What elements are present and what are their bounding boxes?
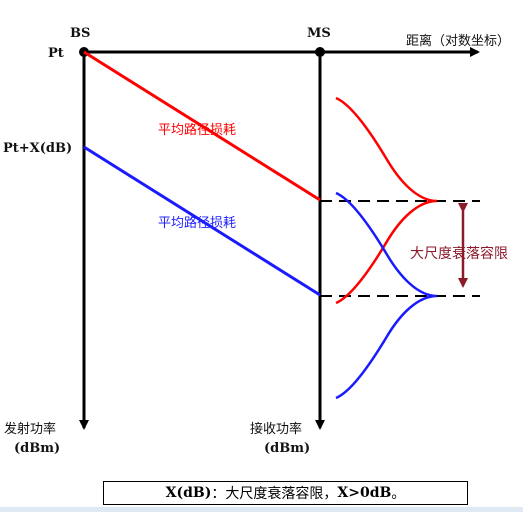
red-distribution-curve xyxy=(335,96,438,305)
pt-x-label: Pt+X(dB) xyxy=(3,141,72,156)
blue-path-loss-line xyxy=(83,145,321,297)
blue-path-loss-label: 平均路径损耗 xyxy=(158,215,236,231)
pt-label: Pt xyxy=(48,46,64,61)
tx-power-label: 发射功率 xyxy=(4,421,56,437)
rx-power-label: 接收功率 xyxy=(250,421,302,437)
red-path-loss-label: 平均路径损耗 xyxy=(158,122,236,138)
caption-middle: ：大尺度衰落容限， xyxy=(211,486,338,502)
caption-box: X(dB)：大尺度衰落容限，X>0dB 。 xyxy=(103,481,468,505)
rx-power-unit: (dBm) xyxy=(264,441,310,456)
caption-condition: X>0dB xyxy=(337,485,392,501)
footer-bar xyxy=(0,507,523,512)
ms-origin-dot xyxy=(315,47,325,57)
tx-power-unit: (dBm) xyxy=(14,441,60,456)
caption-x-term: X(dB) xyxy=(165,485,212,501)
red-path-loss-line xyxy=(83,50,321,202)
bs-label: BS xyxy=(70,26,90,41)
distance-axis-label: 距离（对数坐标） xyxy=(406,33,510,49)
margin-label: 大尺度衰落容限 xyxy=(410,245,508,262)
blue-distribution-curve xyxy=(335,191,438,400)
ms-label: MS xyxy=(307,26,331,41)
caption-end: 。 xyxy=(391,486,406,502)
